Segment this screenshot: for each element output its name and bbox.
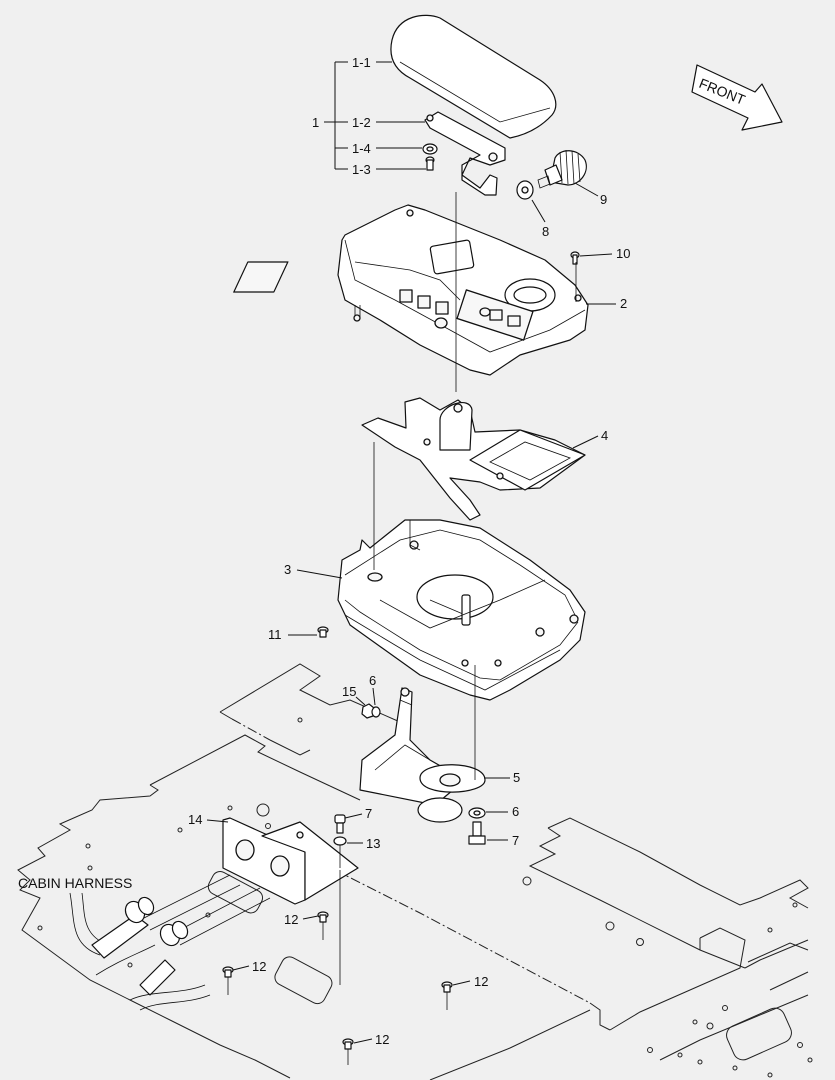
part-labels: 1 1-1 1-2 1-4 1-3 9 8 10 2 4 3 11 15 6 5…	[18, 55, 630, 1047]
label-part-1-3: 1-3	[352, 162, 371, 177]
part-7-bolt-bottom	[468, 821, 486, 845]
part-7-bolt-top	[334, 814, 346, 834]
cabin-harness	[69, 874, 271, 1011]
part-1-2-bracket	[424, 111, 506, 196]
label-part-1-4: 1-4	[352, 141, 371, 156]
part-1-4-washer	[422, 143, 438, 155]
part-6-washer-top	[371, 706, 381, 718]
part-3-lower-housing	[337, 519, 586, 701]
label-part-7-bottom: 7	[512, 833, 519, 848]
label-part-3: 3	[284, 562, 291, 577]
label-part-2: 2	[620, 296, 627, 311]
part-1-3-bolt	[425, 156, 435, 171]
label-part-12-d: 12	[375, 1032, 389, 1047]
part-4-support-plate	[361, 397, 586, 521]
part-5-bracket	[359, 687, 486, 823]
part-9-knob	[537, 149, 587, 189]
label-part-5: 5	[513, 770, 520, 785]
label-part-11: 11	[268, 627, 282, 642]
label-part-6-bottom: 6	[512, 804, 519, 819]
cabin-harness-label: CABIN HARNESS	[18, 875, 132, 891]
label-part-9: 9	[600, 192, 607, 207]
part-13-washer	[333, 836, 347, 846]
leader-lines	[206, 61, 616, 1044]
label-part-7-top: 7	[365, 806, 372, 821]
front-direction-arrow: FRONT	[691, 64, 783, 131]
part-11-screw	[317, 626, 329, 638]
label-part-1-1: 1-1	[352, 55, 371, 70]
label-part-12-a: 12	[284, 912, 298, 927]
label-part-8: 8	[542, 224, 549, 239]
part-2-upper-housing	[233, 204, 589, 376]
label-part-12-c: 12	[474, 974, 488, 989]
label-part-4: 4	[601, 428, 608, 443]
label-part-10: 10	[616, 246, 630, 261]
label-part-1: 1	[312, 115, 319, 130]
cabin-floor-panel-right	[522, 817, 813, 1078]
part-8-washer	[516, 180, 534, 200]
label-part-14: 14	[188, 812, 202, 827]
label-part-15: 15	[342, 684, 356, 699]
part-6-washer-bottom	[468, 807, 486, 819]
part-1-1-armrest-pad	[390, 14, 557, 139]
part-12-screws	[222, 911, 453, 1050]
label-part-13: 13	[366, 836, 380, 851]
alignment-lines	[227, 192, 577, 1065]
part-14-plate	[222, 817, 359, 985]
label-part-1-2: 1-2	[352, 115, 371, 130]
cabin-floor-panel-left	[17, 663, 611, 1080]
part-10-screw	[570, 251, 580, 265]
label-part-12-b: 12	[252, 959, 266, 974]
label-part-6-top: 6	[369, 673, 376, 688]
